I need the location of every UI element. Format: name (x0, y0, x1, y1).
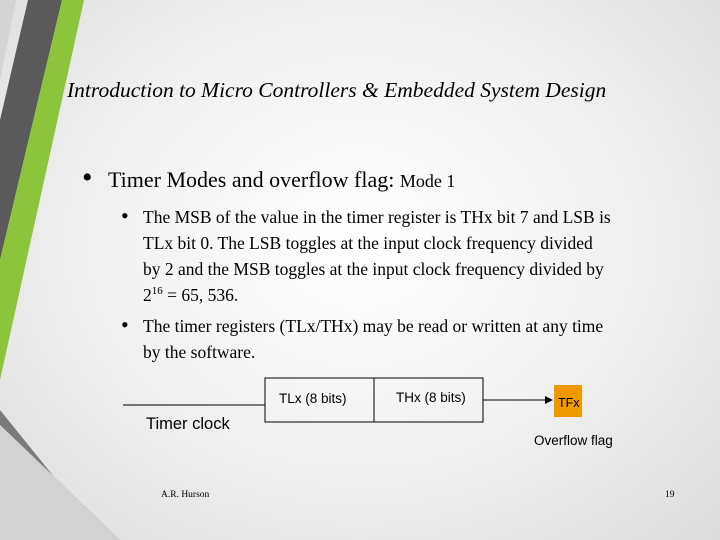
overflow-flag-label: Overflow flag (534, 433, 613, 448)
sub-bullet-2-line: by the software. (143, 342, 256, 362)
sub-bullet-1-line: 216 = 65, 536. (143, 282, 611, 308)
stripe-bottom-fill (0, 425, 120, 540)
page-number: 19 (665, 490, 675, 500)
power-result: = 65, 536. (162, 285, 239, 305)
sub-bullet-1-line: The MSB of the value in the timer regist… (143, 207, 611, 227)
slide-title: Introduction to Micro Controllers & Embe… (67, 78, 607, 102)
stripe-light (0, 0, 16, 80)
footer-author: A.R. Hurson (161, 490, 210, 500)
stripe-green (0, 0, 84, 380)
bullet-dot: • (121, 203, 129, 228)
sub-bullet-1-line: TLx bit 0. The LSB toggles at the input … (143, 233, 593, 253)
sub-bullet-1-text: The MSB of the value in the timer regist… (143, 204, 611, 308)
tlx-label: TLx (8 bits) (279, 391, 347, 406)
main-bullet-text: Timer Modes and overflow flag: Mode 1 (108, 167, 455, 193)
thx-label: THx (8 bits) (396, 390, 466, 405)
power-exponent: 16 (151, 285, 163, 297)
power-base: 2 (143, 285, 152, 305)
timer-clock-label: Timer clock (146, 415, 230, 433)
sub-bullet-2-text: The timer registers (TLx/THx) may be rea… (143, 313, 603, 365)
tfx-box (554, 385, 582, 417)
bullet-dot: • (121, 312, 129, 337)
tfx-label: TFx (558, 396, 580, 410)
sub-bullet-1-line: by 2 and the MSB toggles at the input cl… (143, 259, 604, 279)
heading-text: Timer Modes and overflow flag: (108, 167, 395, 192)
heading-mode: Mode 1 (399, 171, 456, 191)
sub-bullet-2-line: The timer registers (TLx/THx) may be rea… (143, 316, 604, 336)
bullet-dot: • (82, 161, 93, 194)
